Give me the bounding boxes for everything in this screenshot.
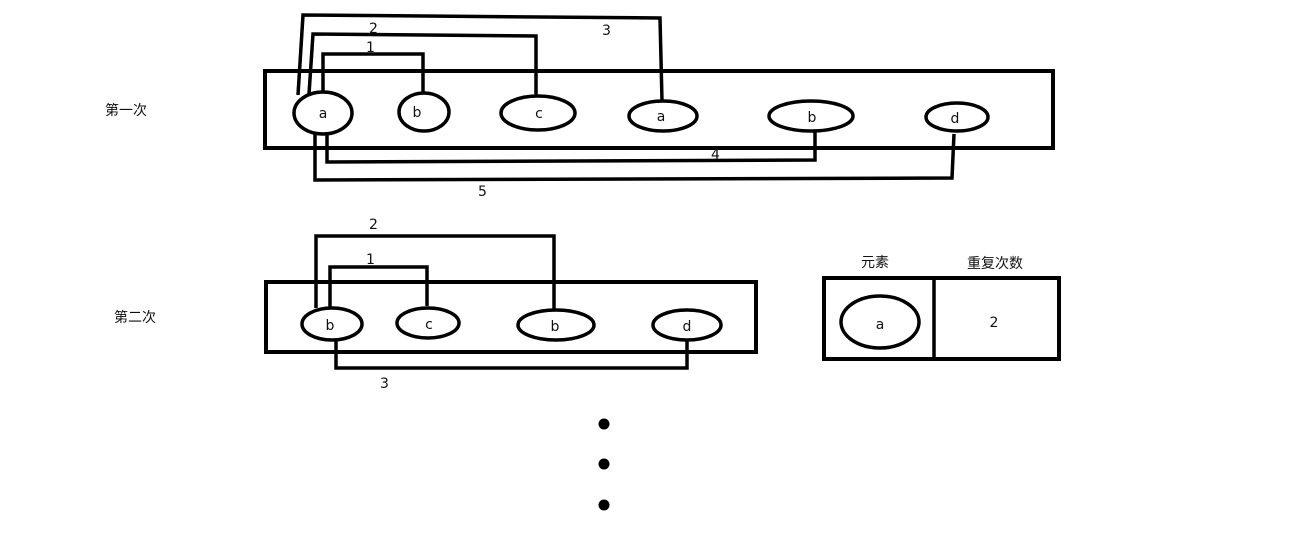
row1-node-1: a: [292, 90, 354, 136]
row1-connector-3: [296, 13, 664, 102]
row2-node-1-label: b: [326, 318, 335, 334]
row1-node-2-label: b: [413, 105, 422, 121]
row1-label: 第一次: [105, 102, 147, 119]
row2-edge-label-3: 3: [380, 376, 389, 392]
row1-node-1-label: a: [319, 106, 328, 122]
row1-node-4: a: [627, 99, 699, 133]
row1-connector-1: [321, 52, 425, 98]
row2-connector-1: [328, 265, 429, 308]
row1-node-3: c: [499, 94, 577, 132]
row2-node-4: d: [651, 308, 723, 342]
row1-box: [263, 69, 1055, 150]
table-header-element: 元素: [861, 255, 889, 271]
row2-label: 第二次: [114, 309, 156, 326]
row1-node-5-label: b: [808, 110, 817, 126]
row2-node-2: c: [395, 306, 461, 340]
row2-node-1: b: [300, 306, 364, 342]
row2-connector-2: [314, 234, 556, 310]
table-header-count: 重复次数: [967, 255, 1023, 272]
row1-connector-4: [325, 130, 817, 164]
table-box: [822, 276, 1061, 361]
row1-connector-2: [307, 32, 538, 96]
row2-box: [264, 280, 758, 354]
row1-node-2: b: [397, 91, 451, 133]
row1-node-4-label: a: [657, 109, 666, 125]
row1-node-6: d: [924, 101, 990, 133]
row1-edge-label-3: 3: [602, 23, 611, 39]
row2-edge-label-1: 1: [366, 252, 375, 268]
row1-edge-label-4: 4: [711, 147, 720, 163]
table-element-node: a: [839, 294, 921, 350]
table-count-value: 2: [990, 315, 999, 331]
row2-node-2-label: c: [425, 317, 433, 333]
row2-connector-3: [334, 339, 689, 370]
row2-node-4-label: d: [683, 319, 692, 335]
row1-edge-label-2: 2: [369, 21, 378, 37]
table-element-value: a: [876, 317, 885, 333]
row1-node-6-label: d: [951, 111, 960, 127]
row1-node-5: b: [767, 99, 855, 133]
row2-edge-label-2: 2: [369, 217, 378, 233]
row1-node-3-label: c: [535, 106, 543, 122]
row1-connector-5: [313, 132, 956, 182]
vertical-ellipsis-icon: [598, 418, 610, 511]
row1-edge-label-5: 5: [478, 184, 487, 200]
row1-edge-label-1: 1: [366, 40, 375, 56]
row2-node-3: b: [516, 308, 596, 342]
row2-node-3-label: b: [551, 319, 560, 335]
